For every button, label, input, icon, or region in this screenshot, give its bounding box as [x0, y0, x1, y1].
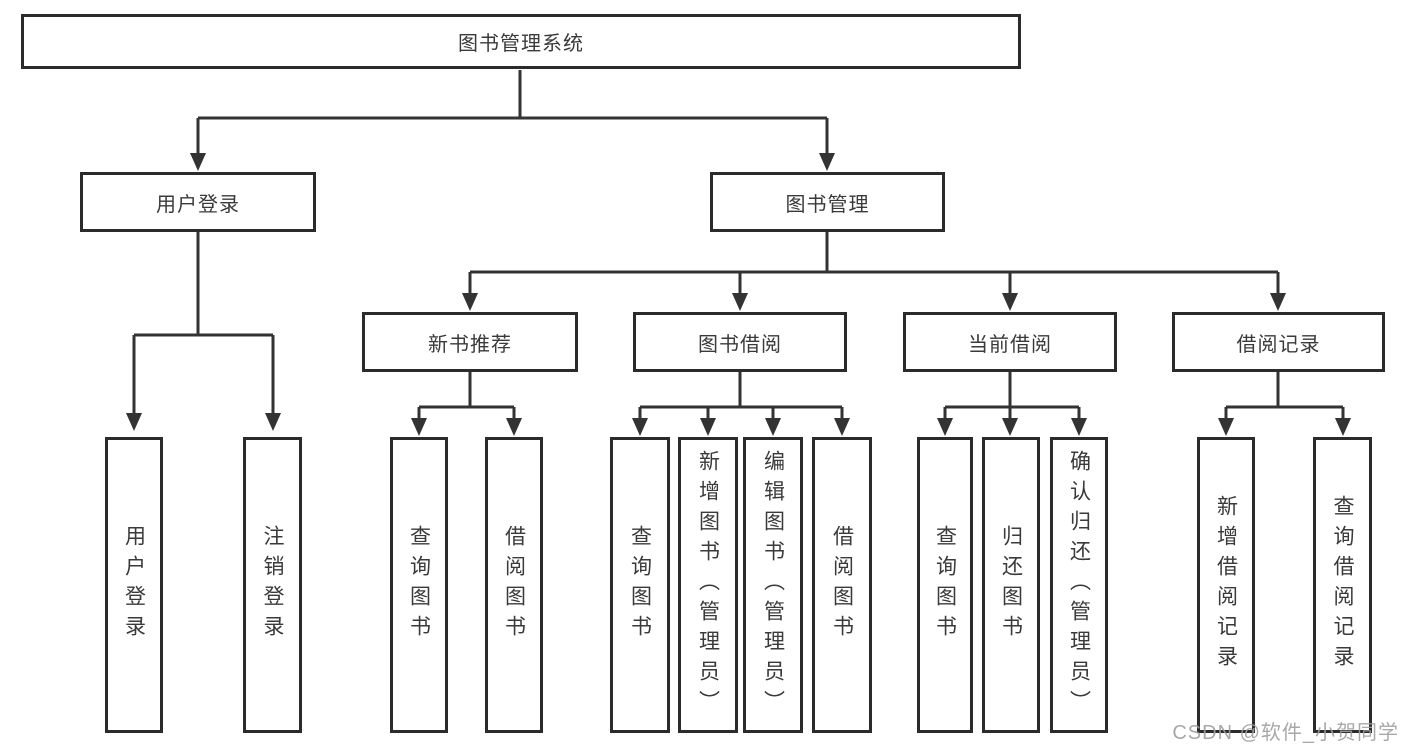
leaf-confirm-return-admin: 确认归还（管理员）	[1050, 437, 1108, 733]
leaf-return-book: 归还图书	[982, 437, 1040, 733]
node-current-borrowing: 当前借阅	[903, 312, 1117, 372]
node-book-management: 图书管理	[710, 172, 945, 232]
leaf-borrow-books-borrowing: 借阅图书	[812, 437, 872, 733]
leaf-add-book-admin: 新增图书（管理员）	[678, 437, 738, 733]
leaf-edit-book-admin-label: 编辑图书（管理员）	[761, 450, 785, 720]
csdn-watermark: CSDN @软件_小贺同学	[1172, 722, 1399, 744]
leaf-query-borrow-record-label: 查询借阅记录	[1331, 495, 1354, 675]
leaf-edit-book-admin: 编辑图书（管理员）	[743, 437, 803, 733]
leaf-borrow-books-recommend: 借阅图书	[485, 437, 543, 733]
leaf-add-book-admin-label: 新增图书（管理员）	[696, 450, 720, 720]
leaf-query-books-current: 查询图书	[917, 437, 973, 733]
node-root-label: 图书管理系统	[458, 33, 584, 55]
leaf-logout-label: 注销登录	[261, 525, 284, 645]
node-new-book-recommend: 新书推荐	[362, 312, 578, 372]
leaf-borrow-books-recommend-label: 借阅图书	[502, 525, 526, 645]
leaf-add-borrow-record-label: 新增借阅记录	[1214, 495, 1238, 675]
leaf-confirm-return-admin-label: 确认归还（管理员）	[1067, 450, 1091, 720]
node-user-login-label: 用户登录	[156, 193, 240, 216]
node-user-login: 用户登录	[80, 172, 316, 232]
leaf-logout: 注销登录	[243, 437, 302, 733]
leaf-query-books-recommend: 查询图书	[390, 437, 448, 733]
leaf-user-login-label: 用户登录	[122, 525, 146, 645]
leaf-user-login: 用户登录	[105, 437, 163, 733]
node-root: 图书管理系统	[21, 14, 1021, 69]
leaf-query-books-current-label: 查询图书	[933, 525, 957, 645]
leaf-add-borrow-record: 新增借阅记录	[1197, 437, 1255, 733]
node-book-borrowing-label: 图书借阅	[698, 333, 782, 356]
leaf-query-borrow-record: 查询借阅记录	[1313, 437, 1372, 733]
leaf-query-books-recommend-label: 查询图书	[407, 525, 431, 645]
leaf-query-books-borrowing: 查询图书	[610, 437, 670, 733]
leaf-borrow-books-borrowing-label: 借阅图书	[830, 525, 854, 645]
node-borrowing-records-label: 借阅记录	[1236, 333, 1321, 356]
node-book-borrowing: 图书借阅	[633, 312, 847, 372]
leaf-return-book-label: 归还图书	[999, 525, 1023, 645]
node-current-borrowing-label: 当前借阅	[968, 333, 1052, 356]
node-borrowing-records: 借阅记录	[1172, 312, 1385, 372]
node-new-book-recommend-label: 新书推荐	[428, 333, 512, 356]
leaf-query-books-borrowing-label: 查询图书	[628, 525, 652, 645]
node-book-management-label: 图书管理	[785, 193, 870, 216]
